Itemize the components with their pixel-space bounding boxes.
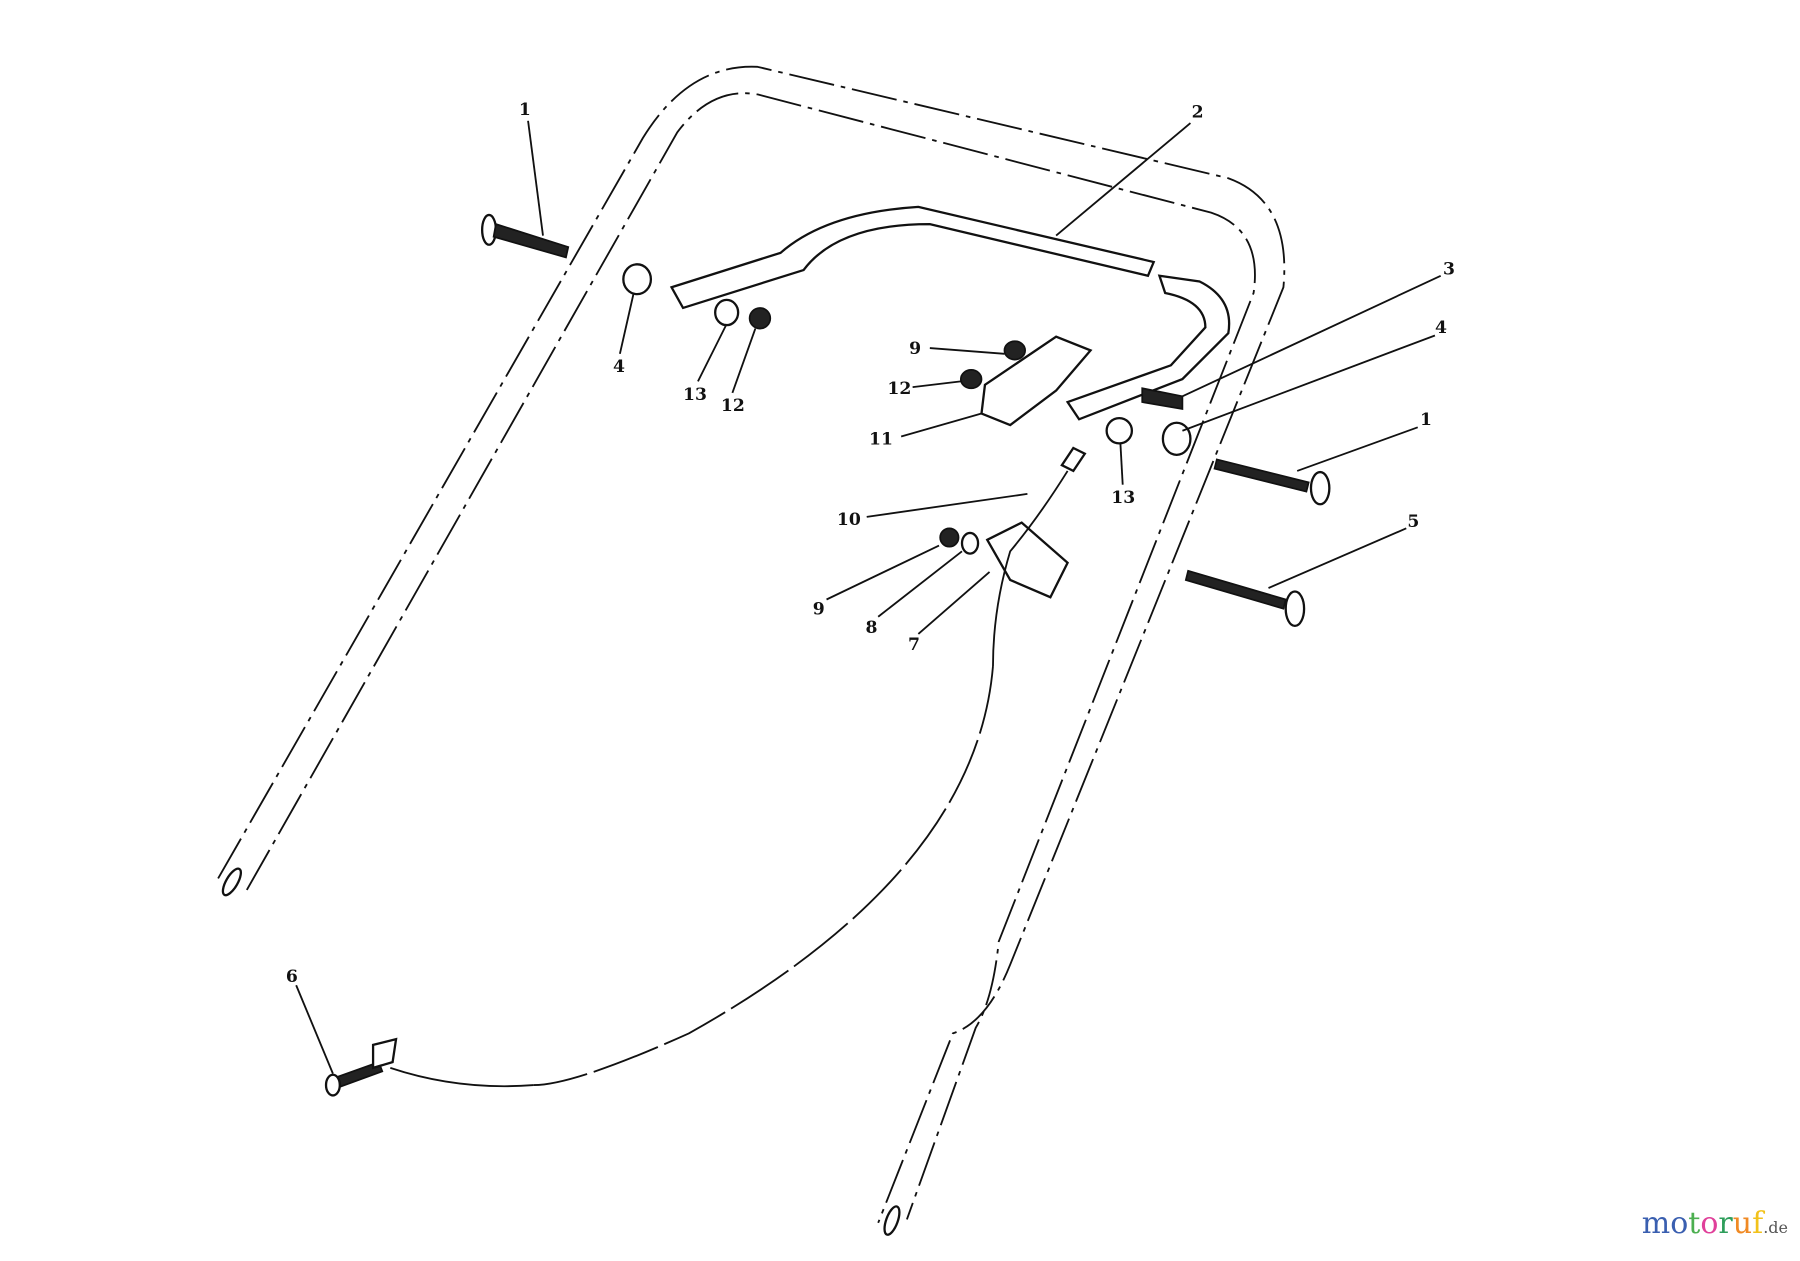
logo-letter: t bbox=[1688, 1206, 1701, 1241]
logo-letter: o bbox=[1700, 1206, 1719, 1241]
callout-3: 3 bbox=[1443, 260, 1455, 280]
callout-12: 12 bbox=[887, 379, 911, 399]
callout-4: 4 bbox=[1435, 318, 1447, 338]
leader-lines bbox=[295, 120, 1442, 1074]
callout-11: 11 bbox=[869, 430, 893, 450]
logo-letter: f bbox=[1752, 1206, 1764, 1241]
handle-tube bbox=[217, 65, 1286, 1236]
callout-13: 13 bbox=[683, 385, 707, 405]
callout-9: 9 bbox=[909, 339, 921, 359]
callout-12: 12 bbox=[721, 396, 745, 416]
callout-1: 1 bbox=[519, 100, 531, 120]
callout-4: 4 bbox=[613, 357, 625, 377]
callout-8: 8 bbox=[866, 618, 878, 638]
callout-5: 5 bbox=[1407, 512, 1419, 532]
callout-2: 2 bbox=[1192, 102, 1204, 122]
callout-6: 6 bbox=[286, 967, 298, 987]
logo-letter: o bbox=[1670, 1206, 1689, 1241]
hardware bbox=[324, 213, 1331, 1097]
callout-9: 9 bbox=[813, 599, 825, 619]
logo-letter: m bbox=[1641, 1206, 1671, 1241]
callout-13: 13 bbox=[1111, 488, 1135, 508]
watermark-logo: motoruf.de bbox=[1642, 1206, 1788, 1241]
logo-letter: r bbox=[1718, 1206, 1733, 1241]
callouts: 1 2 3 4 1 5 4 13 12 9 12 11 10 13 9 8 7 … bbox=[286, 100, 1455, 987]
logo-letter: u bbox=[1732, 1206, 1753, 1241]
callout-1: 1 bbox=[1420, 410, 1432, 430]
callout-10: 10 bbox=[837, 510, 861, 530]
callout-7: 7 bbox=[908, 635, 920, 655]
logo-suffix: .de bbox=[1763, 1218, 1788, 1237]
